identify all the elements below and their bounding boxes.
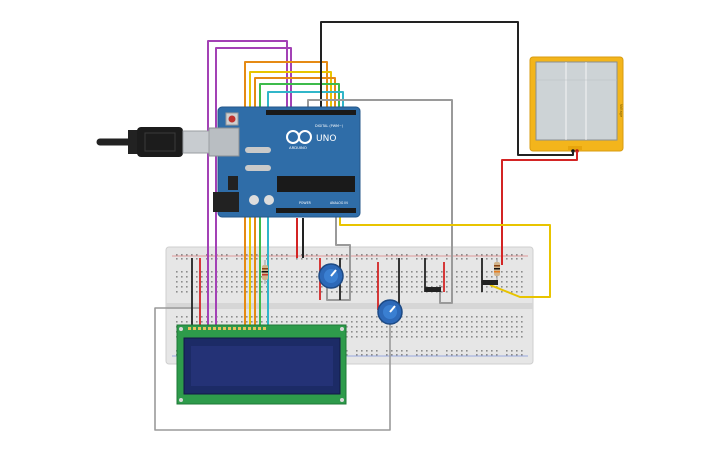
wire-gray-loop[interactable]: [154, 307, 391, 431]
analog-label: ANALOG IN: [330, 201, 348, 205]
sensor-component[interactable]: [482, 280, 498, 285]
wire-red-meter[interactable]: [501, 151, 578, 265]
power-jack: [213, 192, 239, 212]
lcd-display[interactable]: [176, 324, 347, 405]
potentiometer-knob-icon[interactable]: [377, 299, 403, 325]
usb-jack: [208, 127, 240, 157]
arduino-model: UNO: [316, 134, 336, 144]
arduino-logo: [286, 130, 312, 144]
reset-button-icon[interactable]: [228, 115, 236, 123]
lcd-pin-header: [188, 327, 266, 330]
usb-plug-icon[interactable]: [96, 127, 210, 157]
power-label: POWER: [299, 201, 312, 205]
multimeter[interactable]: Voltage: [529, 56, 624, 153]
atmega-chip: [277, 176, 355, 192]
meter-label: Voltage: [619, 104, 623, 117]
power-analog-header[interactable]: [276, 208, 356, 213]
lcd-screen: [191, 346, 333, 386]
arduino-brand: ARDUINO: [289, 145, 307, 150]
wire-purple-1[interactable]: [207, 40, 288, 326]
sensor-component[interactable]: [425, 287, 441, 292]
wire-gray-1[interactable]: [307, 99, 453, 304]
wire-purple-2[interactable]: [215, 47, 292, 326]
digital-header[interactable]: [266, 110, 356, 115]
arduino-uno[interactable]: UNO ARDUINO DIGITAL (PWM~) POWER ANALOG …: [208, 106, 361, 218]
wire-gray-pot[interactable]: [326, 212, 351, 301]
resistor-icon[interactable]: [494, 258, 500, 282]
digital-label: DIGITAL (PWM~): [315, 124, 344, 128]
wire-black-meter[interactable]: [320, 21, 574, 156]
wire-yellow-analog[interactable]: [339, 212, 551, 298]
resistor-icon[interactable]: [262, 260, 268, 284]
potentiometer-knob-icon[interactable]: [318, 263, 344, 289]
